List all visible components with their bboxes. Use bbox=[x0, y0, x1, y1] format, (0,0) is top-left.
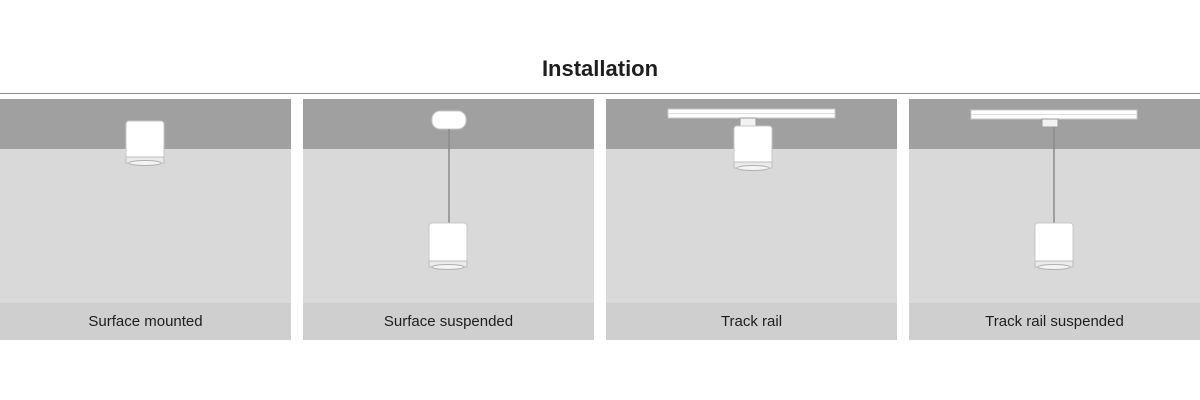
panel-label: Surface suspended bbox=[383, 313, 514, 330]
panel-surface-suspended: Surface suspended bbox=[303, 99, 594, 340]
title-divider bbox=[0, 93, 1200, 94]
track-rail-suspended-fixture-icon bbox=[970, 109, 1138, 270]
label-band bbox=[303, 303, 594, 340]
panel-track-rail-suspended: Track rail suspended bbox=[909, 99, 1200, 340]
surface-suspended-fixture-icon bbox=[428, 110, 468, 270]
track-rail-fixture-icon bbox=[667, 108, 836, 171]
page-title: Installation bbox=[541, 56, 659, 81]
panel-track-rail: Track rail bbox=[606, 99, 897, 340]
panel-label: Track rail bbox=[720, 313, 783, 330]
surface-mounted-fixture-icon bbox=[125, 120, 165, 166]
panel-label: Surface mounted bbox=[88, 313, 203, 330]
label-band bbox=[909, 303, 1200, 340]
label-band bbox=[606, 303, 897, 340]
panel-surface-mounted: Surface mounted bbox=[0, 99, 291, 340]
panel-label: Track rail suspended bbox=[985, 313, 1124, 330]
label-band bbox=[0, 303, 291, 340]
